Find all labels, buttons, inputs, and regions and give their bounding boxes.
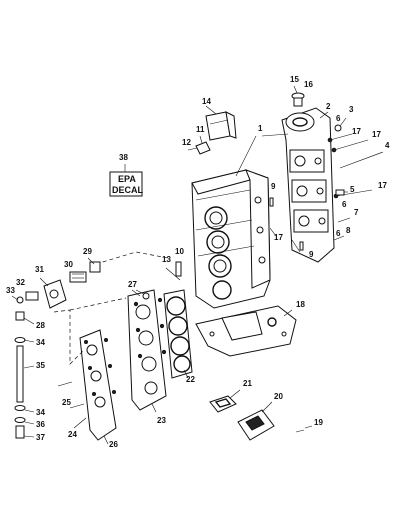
callout-1-leaders — [235, 133, 289, 177]
adapter-plate-18 — [195, 305, 297, 357]
callout-36: 36 — [36, 420, 45, 429]
callout-24: 24 — [68, 430, 77, 439]
callout-21: 21 — [243, 379, 252, 388]
callout-25: 25 — [62, 398, 71, 407]
callout-5: 5 — [350, 185, 355, 194]
part-11-12-screws — [187, 135, 211, 155]
screw-19 — [295, 425, 313, 433]
callout-7: 7 — [354, 208, 359, 217]
callout-6a: 6 — [336, 114, 341, 123]
small-fittings — [319, 111, 384, 196]
callout-6c: 6 — [336, 229, 341, 238]
callout-31: 31 — [35, 265, 44, 274]
callout-6b: 6 — [342, 200, 347, 209]
water-tube-35 — [14, 337, 35, 439]
callout-9a: 9 — [271, 182, 276, 191]
callout-33: 33 — [6, 286, 15, 295]
callout-17a: 17 — [352, 127, 361, 136]
callout-9b: 9 — [309, 250, 314, 259]
callout-2: 2 — [326, 102, 331, 111]
epa-decal-line2: DECAL — [112, 185, 144, 195]
callout-17d: 17 — [274, 233, 283, 242]
callout-16: 16 — [304, 80, 313, 89]
part-29-30 — [69, 257, 101, 283]
callout-8: 8 — [346, 226, 351, 235]
callout-34a: 34 — [36, 338, 45, 347]
callout-13: 13 — [162, 255, 171, 264]
part-31-housing — [39, 277, 67, 309]
callout-28: 28 — [36, 321, 45, 330]
crankcase-half — [281, 107, 335, 263]
head-gasket-22 — [163, 289, 193, 379]
callout-10: 10 — [175, 247, 184, 256]
callout-15: 15 — [290, 75, 299, 84]
callout-3: 3 — [349, 105, 354, 114]
callout-38: 38 — [119, 153, 128, 162]
callout-34b: 34 — [36, 408, 45, 417]
callout-27: 27 — [128, 280, 137, 289]
callout-14: 14 — [202, 97, 211, 106]
part-27 — [135, 289, 150, 300]
callout-4: 4 — [385, 141, 390, 150]
callout-11: 11 — [196, 125, 205, 134]
callout-18: 18 — [296, 300, 305, 309]
callout-35: 35 — [36, 361, 45, 370]
callout-12: 12 — [182, 138, 191, 147]
callout-17b: 17 — [372, 130, 381, 139]
part-14-module — [205, 105, 237, 141]
callout-1: 1 — [258, 124, 263, 133]
bolts-24-25 — [57, 381, 87, 429]
cylinder-head-23 — [127, 289, 167, 413]
callout-20: 20 — [274, 392, 283, 401]
head-cover-26 — [79, 329, 117, 445]
part-10-13 — [165, 261, 182, 281]
callout-37: 37 — [36, 433, 45, 442]
hose-routing-dashes — [53, 251, 169, 365]
callout-22: 22 — [186, 375, 195, 384]
part-21 — [209, 389, 241, 413]
cylinder-block — [191, 169, 271, 309]
epa-decal — [109, 164, 143, 197]
callout-23: 23 — [157, 416, 166, 425]
part-20 — [237, 401, 275, 441]
callout-19: 19 — [314, 418, 323, 427]
callout-29: 29 — [83, 247, 92, 256]
callout-30: 30 — [64, 260, 73, 269]
callout-32: 32 — [16, 278, 25, 287]
part-15-16 — [291, 85, 305, 107]
dowel-pins-9 — [269, 197, 304, 251]
epa-decal-line1: EPA — [118, 174, 136, 184]
part-28-32-33 — [11, 291, 39, 325]
callout-17c: 17 — [378, 181, 387, 190]
callout-26: 26 — [109, 440, 118, 449]
